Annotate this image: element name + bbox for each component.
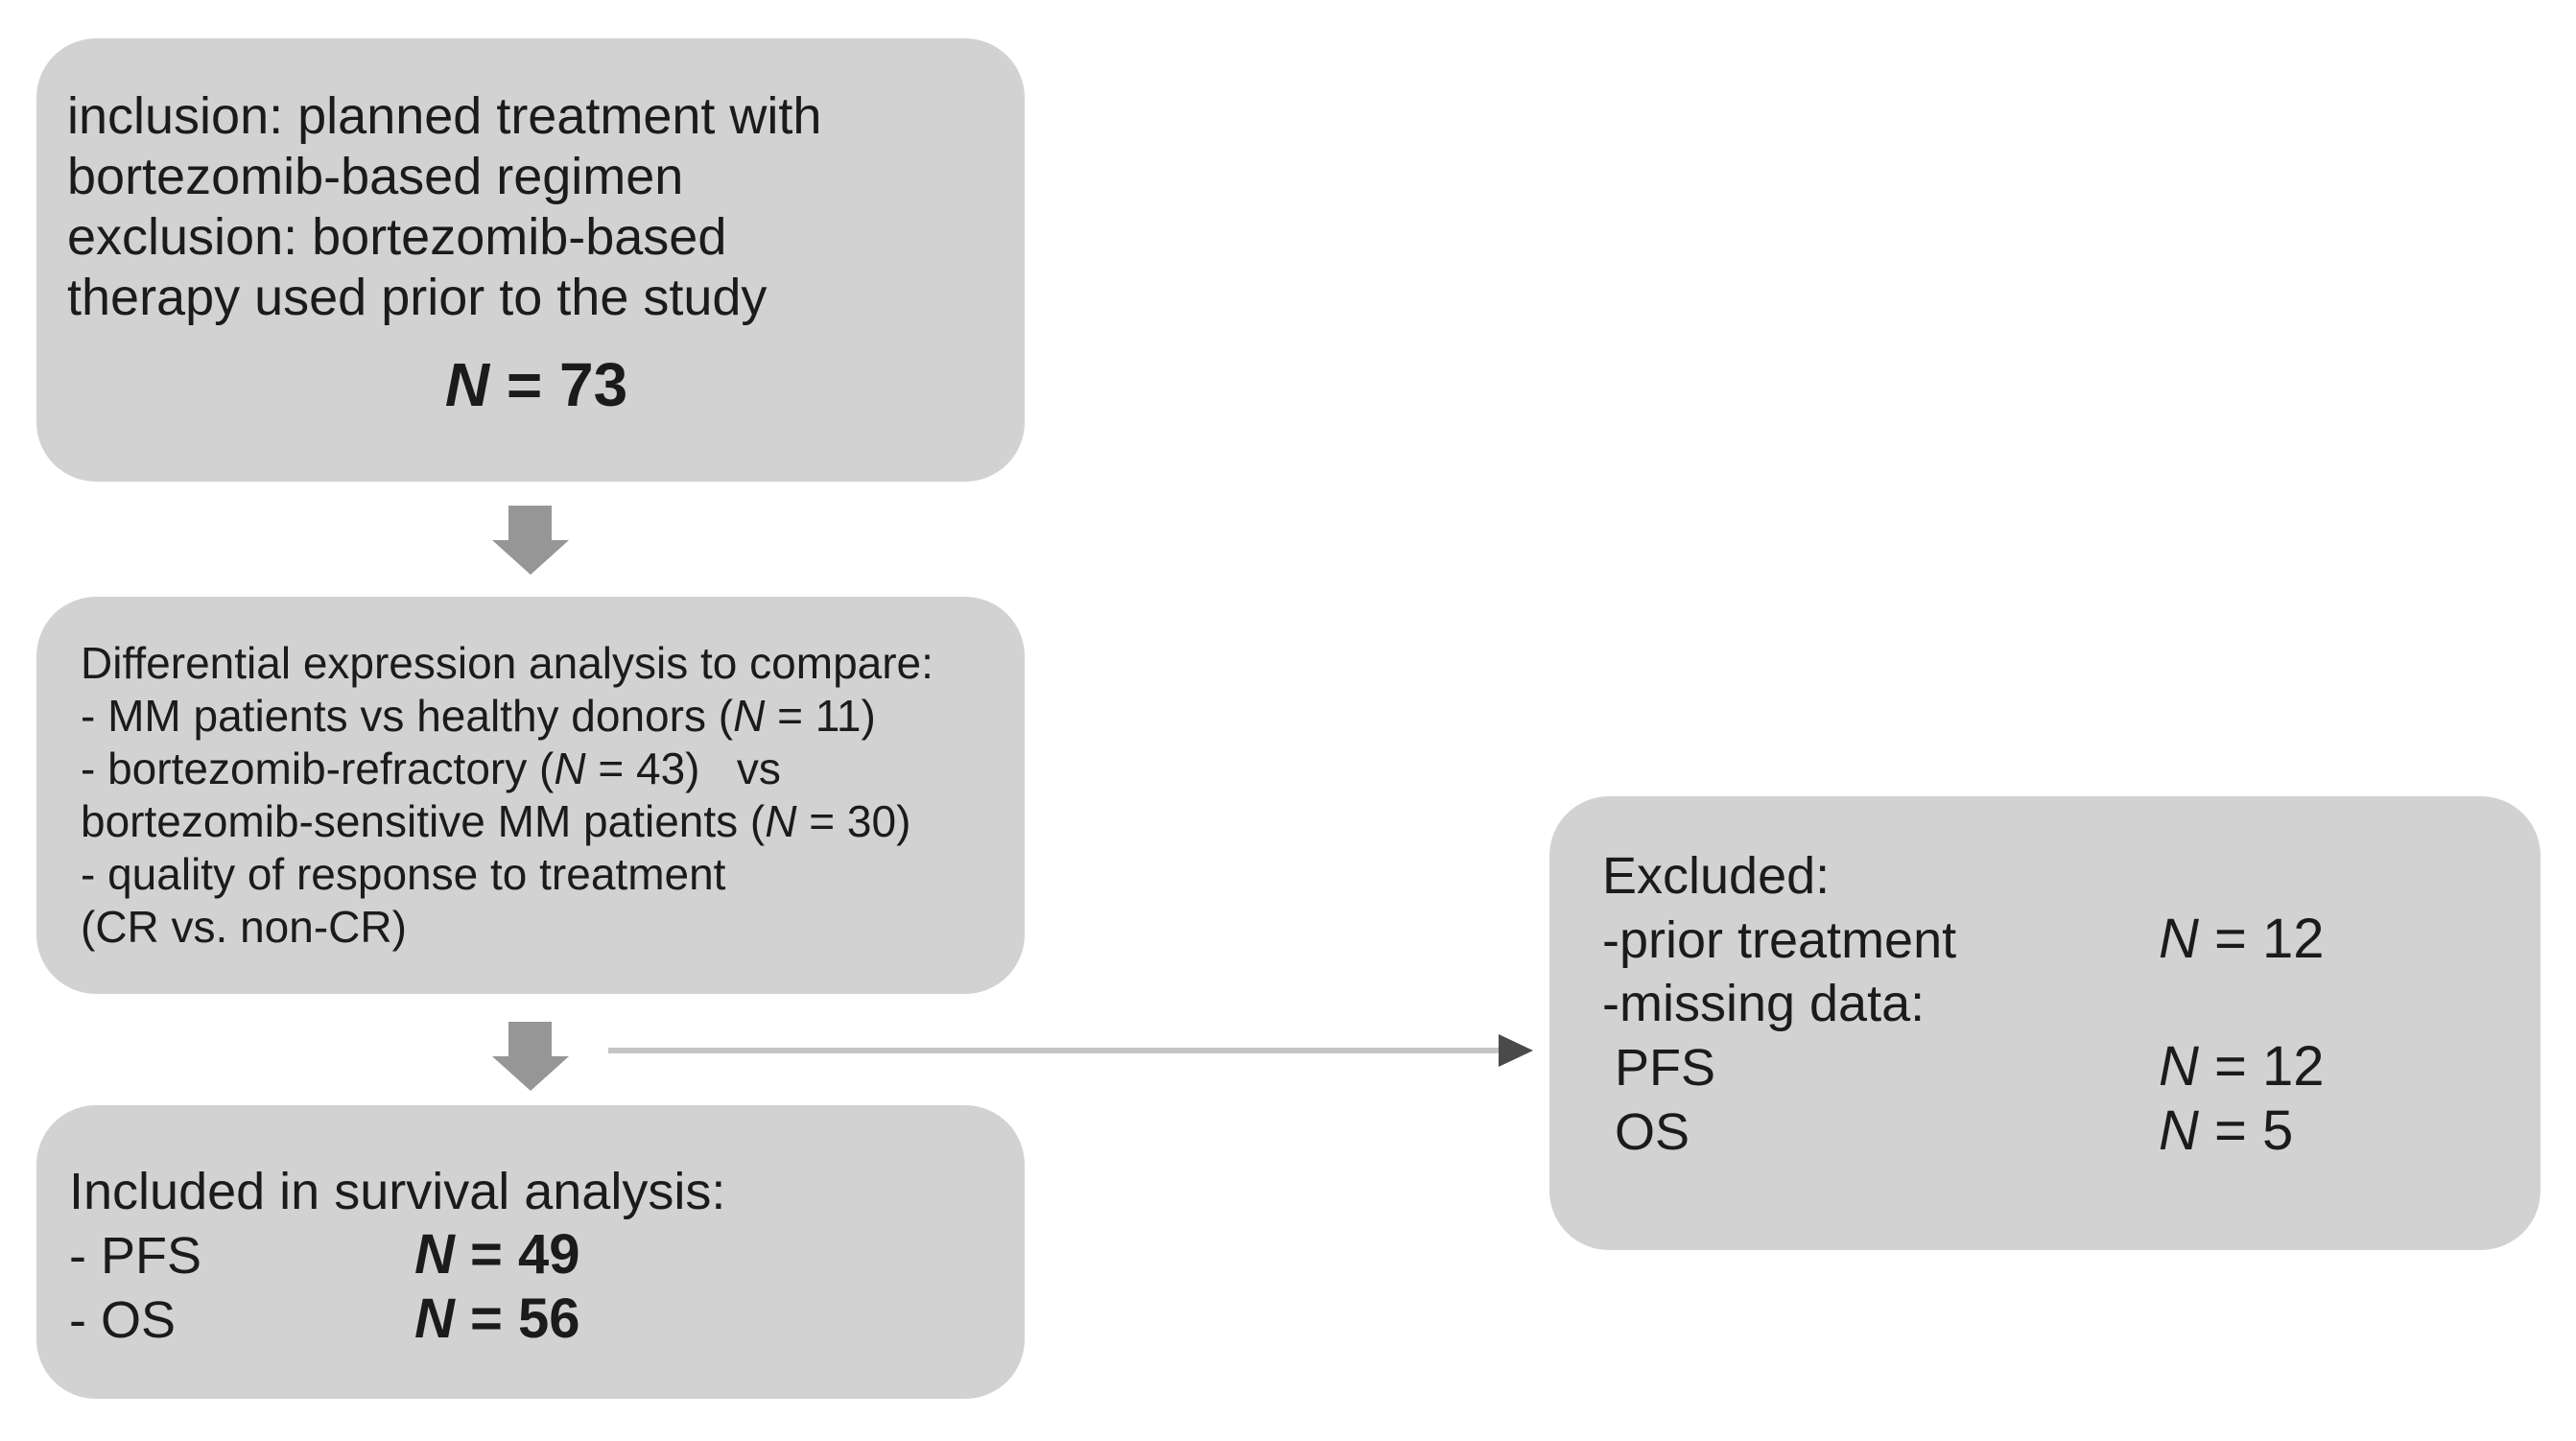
n-symbol: N [765, 796, 797, 846]
n-symbol: N [2159, 1035, 2199, 1098]
excluded-row-pfs: PFS N = 12 [1602, 1035, 2525, 1099]
right-arrowhead-icon [1499, 1034, 1533, 1067]
n-value: = 49 [454, 1223, 580, 1286]
eligibility-n-total: N = 73 [67, 354, 1005, 415]
row-n-value: N = 12 [2159, 1035, 2325, 1098]
box-expression-analysis: Differential expression analysis to comp… [36, 597, 1025, 994]
down-arrow-icon [492, 506, 569, 575]
row-label: OS [1615, 1103, 1690, 1161]
analysis-line: - MM patients vs healthy donors (N = 11) [81, 690, 1009, 743]
eligibility-line: bortezomib-based regimen [67, 148, 684, 205]
down-arrow-icon [492, 1022, 569, 1091]
analysis-line: (CR vs. non-CR) [81, 901, 1009, 954]
eligibility-line: inclusion: planned treatment with [67, 87, 822, 145]
n-value: = 43) vs [585, 744, 781, 793]
n-value: = 5 [2198, 1099, 2294, 1162]
analysis-line: Differential expression analysis to comp… [81, 637, 1009, 690]
analysis-line: - quality of response to treatment [81, 848, 1009, 901]
n-value: = 73 [489, 350, 628, 419]
analysis-text: bortezomib-sensitive MM patients ( [81, 796, 766, 846]
analysis-text: - MM patients vs healthy donors ( [81, 691, 734, 741]
eligibility-line: exclusion: bortezomib-based [67, 208, 727, 266]
row-label: -prior treatment [1602, 911, 1957, 969]
row-label: - PFS [69, 1227, 202, 1285]
n-symbol: N [444, 350, 490, 419]
row-n-value: N = 49 [414, 1223, 580, 1286]
survival-row-os: - OS N = 56 [69, 1287, 1009, 1352]
n-symbol: N [414, 1287, 455, 1350]
eligibility-line: therapy used prior to the study [67, 269, 768, 326]
n-symbol: N [554, 744, 586, 793]
analysis-text: - quality of response to treatment [81, 849, 726, 899]
row-n-value: N = 12 [2159, 908, 2325, 970]
connector-line [608, 1048, 1502, 1053]
survival-title: Included in survival analysis: [69, 1163, 726, 1220]
excluded-row-os: OS N = 5 [1602, 1099, 2525, 1164]
row-label: - OS [69, 1291, 177, 1349]
n-value: = 11) [765, 691, 876, 741]
excluded-title: Excluded: [1602, 847, 1831, 905]
analysis-text: Differential expression analysis to comp… [81, 638, 934, 688]
analysis-line: bortezomib-sensitive MM patients (N = 30… [81, 795, 1009, 848]
analysis-text: (CR vs. non-CR) [81, 902, 407, 952]
analysis-text: - bortezomib-refractory ( [81, 744, 555, 793]
n-value: = 12 [2198, 908, 2325, 970]
row-label: PFS [1615, 1039, 1716, 1097]
excluded-row-prior-treatment: -prior treatment N = 12 [1602, 908, 2525, 972]
box-survival-analysis: Included in survival analysis: - PFS N = … [36, 1105, 1025, 1399]
n-symbol: N [414, 1223, 455, 1286]
row-label: -missing data: [1602, 975, 1926, 1032]
analysis-line: - bortezomib-refractory (N = 43) vs [81, 743, 1009, 795]
n-symbol: N [733, 691, 766, 741]
row-n-value: N = 5 [2159, 1099, 2293, 1162]
survival-row-pfs: - PFS N = 49 [69, 1223, 1009, 1287]
box-eligibility-criteria: inclusion: planned treatment with bortez… [36, 38, 1025, 482]
n-value: = 30) [796, 796, 911, 846]
n-value: = 12 [2198, 1035, 2325, 1098]
n-symbol: N [2159, 1099, 2199, 1162]
n-value: = 56 [454, 1287, 580, 1350]
row-n-value: N = 56 [414, 1287, 580, 1350]
excluded-row-missing-data: -missing data: [1602, 972, 2525, 1035]
n-symbol: N [2159, 908, 2199, 970]
